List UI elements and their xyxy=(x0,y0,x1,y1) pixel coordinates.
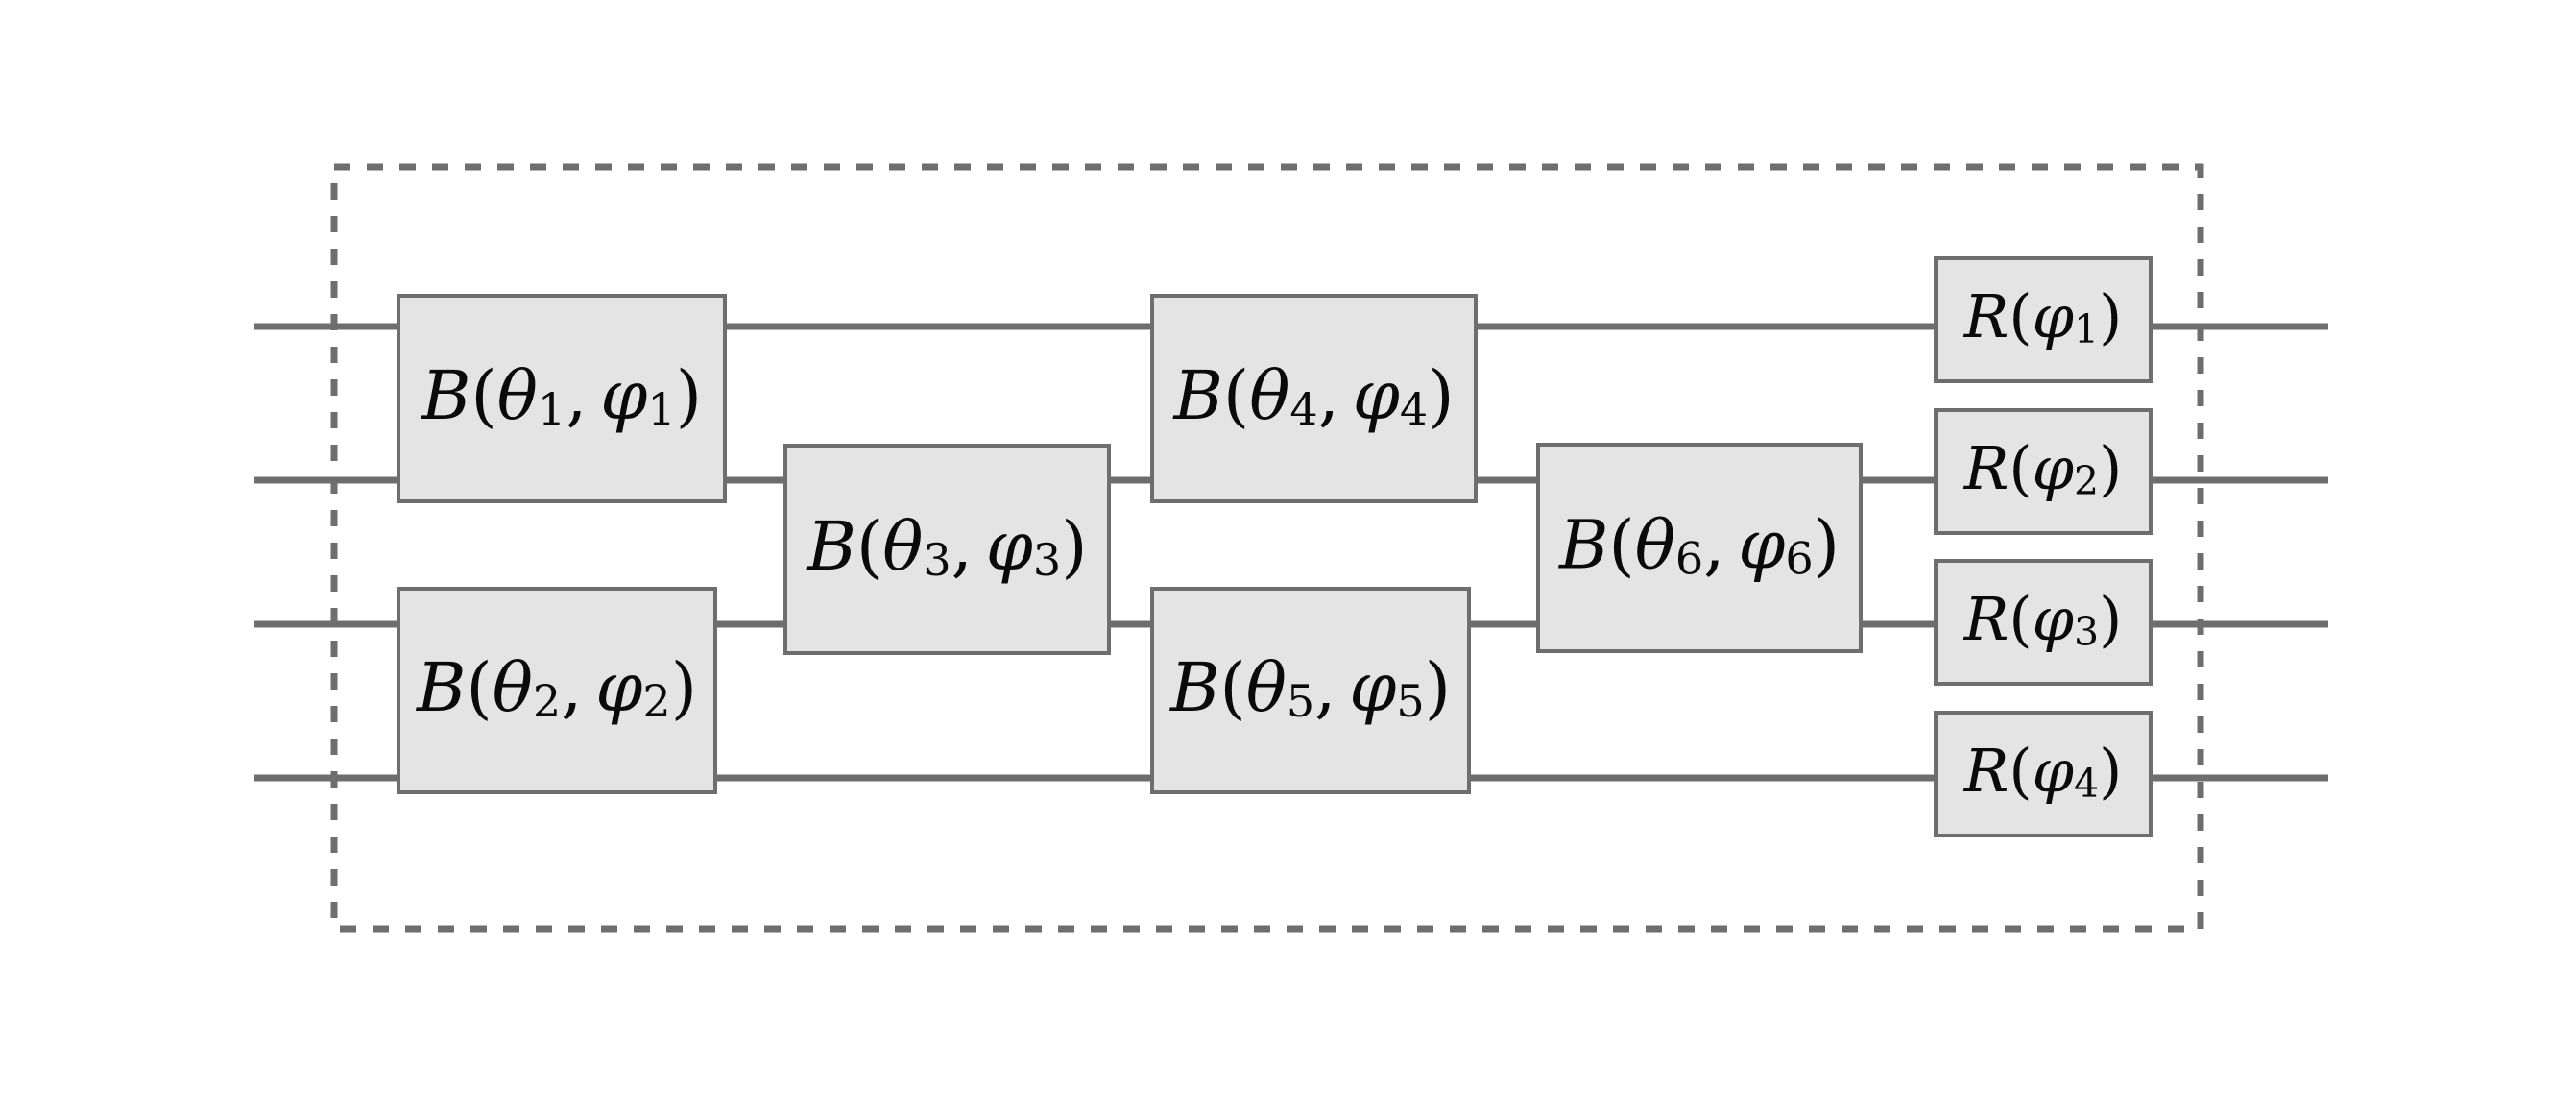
beam-splitter-b3[interactable]: B(θ3, φ3) xyxy=(783,444,1111,655)
beam-splitter-b6[interactable]: B(θ6, φ6) xyxy=(1536,443,1863,653)
phase-shifter-r4[interactable]: R(φ4) xyxy=(1934,711,2153,837)
phase-shifter-r1-label: R(φ1) xyxy=(1963,281,2123,352)
beam-splitter-b1-label: B(θ1, φ1) xyxy=(420,356,702,435)
module-boundary-dashed-box xyxy=(330,163,2204,933)
beam-splitter-b5-box[interactable] xyxy=(1150,587,1471,794)
phase-shifter-r3-box[interactable] xyxy=(1934,559,2153,686)
phase-shifter-r3[interactable]: R(φ3) xyxy=(1934,559,2153,686)
beam-splitter-b2-box[interactable] xyxy=(397,587,717,794)
beam-splitter-b4[interactable]: B(θ4, φ4) xyxy=(1150,294,1478,503)
beam-splitter-b5[interactable]: B(θ5, φ5) xyxy=(1150,587,1471,794)
beam-splitter-b6-label: B(θ6, φ6) xyxy=(1557,506,1840,585)
beam-splitter-b3-box[interactable] xyxy=(783,444,1111,655)
phase-shifter-r2-box[interactable] xyxy=(1934,408,2153,535)
beam-splitter-b2-label: B(θ2, φ2) xyxy=(415,648,697,727)
beam-splitter-b6-box[interactable] xyxy=(1536,443,1863,653)
wires-group xyxy=(254,323,2328,782)
beam-splitter-b5-label: B(θ5, φ5) xyxy=(1168,648,1451,727)
phase-shifter-r2[interactable]: R(φ2) xyxy=(1934,408,2153,535)
beam-splitter-b3-label: B(θ3, φ3) xyxy=(805,507,1087,586)
beam-splitter-b2[interactable]: B(θ2, φ2) xyxy=(397,587,717,794)
phase-shifter-r1-box[interactable] xyxy=(1934,256,2153,383)
phase-shifter-r1[interactable]: R(φ1) xyxy=(1934,256,2153,383)
phase-shifter-r4-box[interactable] xyxy=(1934,711,2153,837)
phase-shifter-r3-label: R(φ3) xyxy=(1963,584,2123,654)
beam-splitter-gates: B(θ1, φ1) B(θ2, φ2) B(θ3, φ3) B(θ4, φ4) B(θ5… xyxy=(397,294,1863,794)
beam-splitter-b1-box[interactable] xyxy=(397,294,727,503)
beam-splitter-b4-box[interactable] xyxy=(1150,294,1478,503)
beam-splitter-b1[interactable]: B(θ1, φ1) xyxy=(397,294,727,503)
phase-shifter-r2-label: R(φ2) xyxy=(1963,433,2123,503)
beam-splitter-b4-label: B(θ4, φ4) xyxy=(1171,356,1454,435)
phase-shifter-gates: R(φ1) R(φ2) R(φ3) R(φ4) xyxy=(1934,256,2153,837)
phase-shifter-r4-label: R(φ4) xyxy=(1963,736,2123,806)
